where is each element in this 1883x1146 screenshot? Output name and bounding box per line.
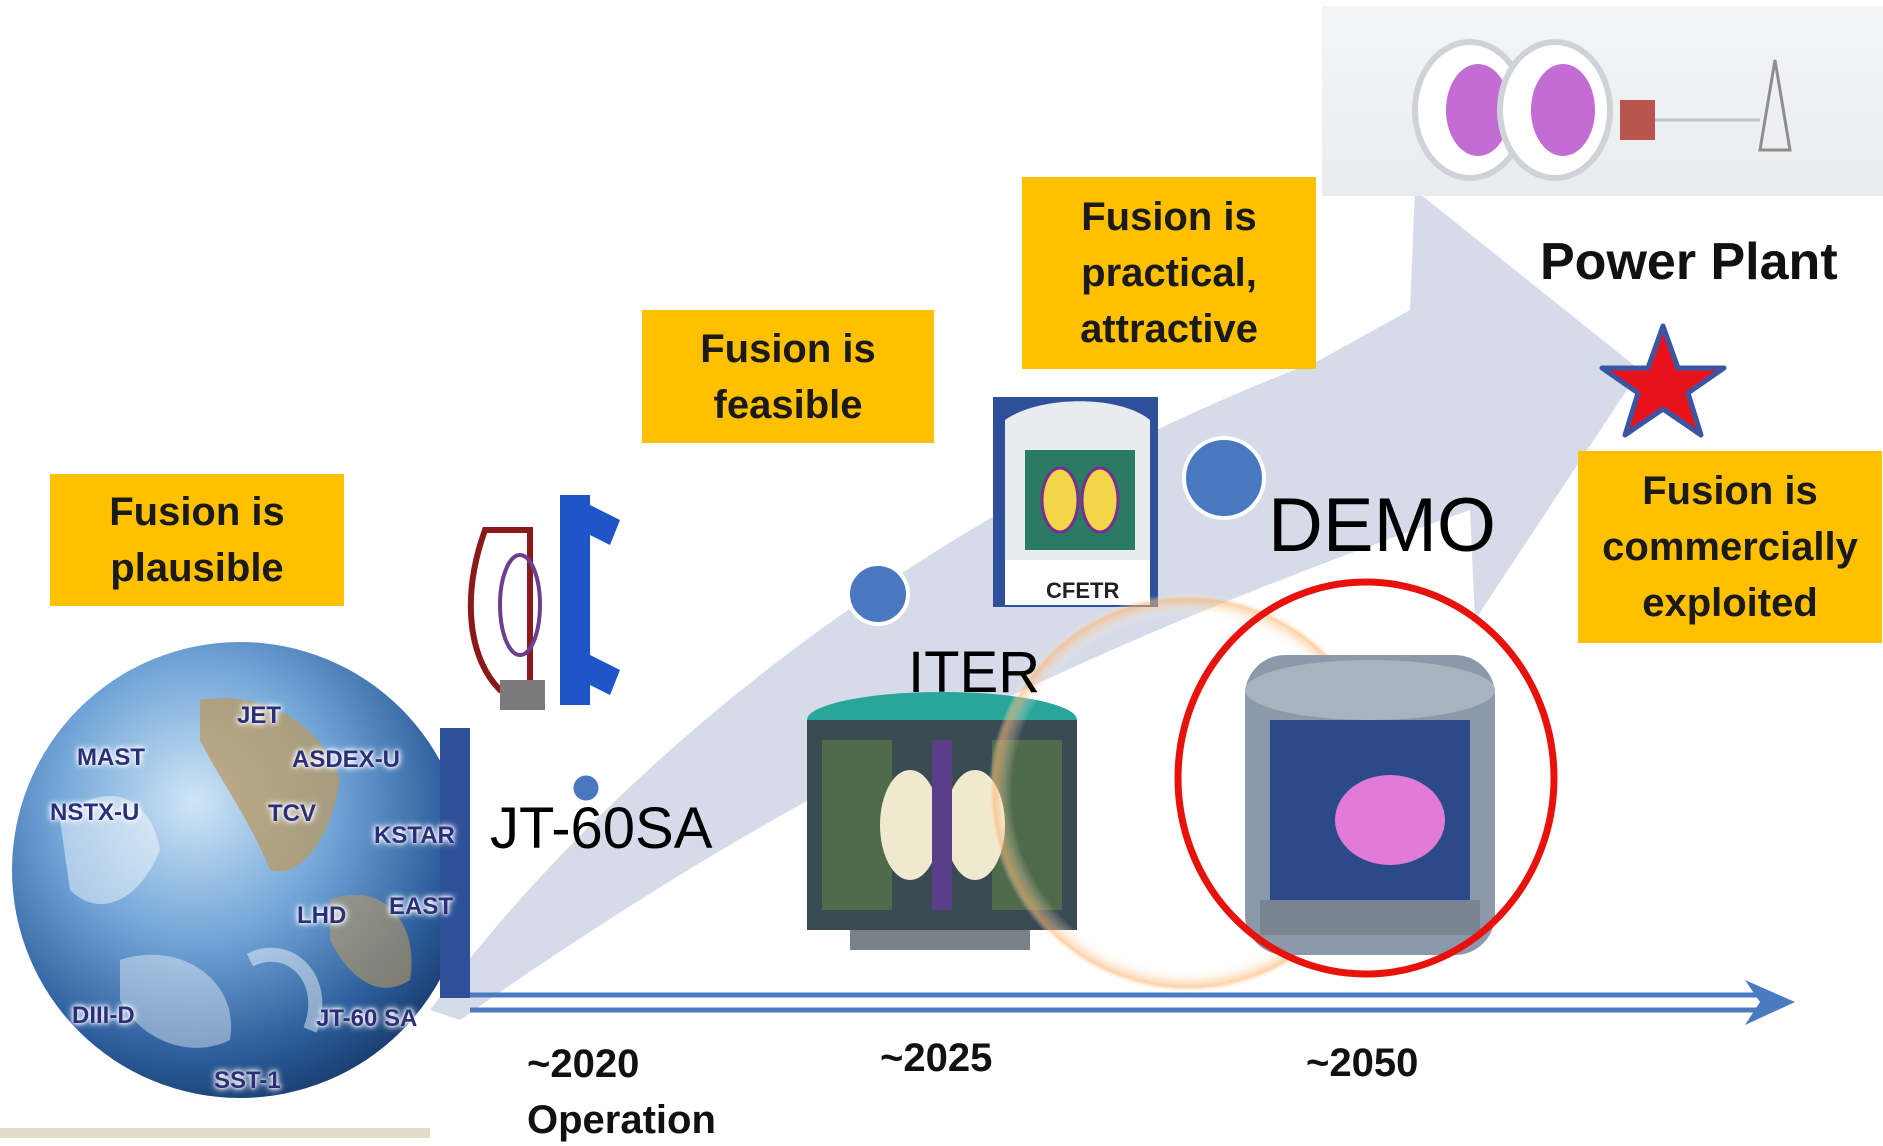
globe-label-jt60sa: JT-60 SA <box>316 1005 418 1032</box>
cfetr-illustration <box>993 397 1158 607</box>
globe-label-nstx: NSTX-U <box>50 799 140 826</box>
globe-label-east: EAST <box>389 893 454 920</box>
globe-label-diiid: DIII-D <box>72 1002 135 1029</box>
globe-side-panel <box>440 728 470 998</box>
demo-illustration <box>988 593 1495 993</box>
demo-highlight-circle <box>1174 578 1558 978</box>
stage-text-line: commercially <box>1602 525 1858 569</box>
device-label-cfetr: CFETR <box>1046 578 1120 603</box>
stage-box-plausible: Fusion is plausible <box>50 474 344 606</box>
globe-label-lhd: LHD <box>297 902 347 929</box>
stage-box-practical: Fusion is practical, attractive <box>1022 177 1316 369</box>
globe-label-mast: MAST <box>77 744 145 771</box>
power-plant-star-icon <box>1599 323 1727 438</box>
stage-text-line: Fusion is <box>1081 195 1257 239</box>
stage-text-line: feasible <box>713 382 863 427</box>
power-plant-title: Power Plant <box>1540 233 1838 291</box>
stage-text-line: exploited <box>1642 581 1818 625</box>
stage-text-line: Fusion is <box>109 490 285 534</box>
year-2020: ~2020 <box>527 1042 640 1086</box>
stage-text-line: attractive <box>1080 307 1258 351</box>
globe-label-kstar: KSTAR <box>374 822 455 849</box>
power-plant-illustration <box>1322 6 1883 196</box>
globe-label-asdex: ASDEX-U <box>292 746 401 773</box>
earth-globe-image <box>0 642 468 1138</box>
stage-text-line: Fusion is <box>1642 469 1818 513</box>
globe-label-tcv: TCV <box>268 800 316 827</box>
stage-text-line: Fusion is <box>700 326 876 371</box>
year-2050: ~2050 <box>1306 1041 1419 1085</box>
milestone-dot-jt60sa <box>570 772 602 804</box>
stage-box-feasible: Fusion is feasible <box>642 310 934 443</box>
globe-label-sst1: SST-1 <box>214 1067 281 1094</box>
operation-label: Operation <box>527 1098 716 1142</box>
milestone-dot-demo <box>1182 436 1266 520</box>
milestone-dot-iter <box>846 562 910 626</box>
stage-box-commercial: Fusion is commercially exploited <box>1578 451 1882 643</box>
year-2025: ~2025 <box>880 1036 993 1080</box>
device-label-demo: DEMO <box>1268 483 1496 568</box>
stage-text-line: plausible <box>110 546 284 590</box>
device-label-jt60sa: JT-60SA <box>490 796 713 861</box>
stage-text-line: practical, <box>1081 251 1257 295</box>
jt60sa-illustration <box>467 490 625 710</box>
device-label-iter: ITER <box>908 640 1041 705</box>
globe-label-jet: JET <box>237 702 282 729</box>
timeline-arrow <box>470 980 1795 1025</box>
